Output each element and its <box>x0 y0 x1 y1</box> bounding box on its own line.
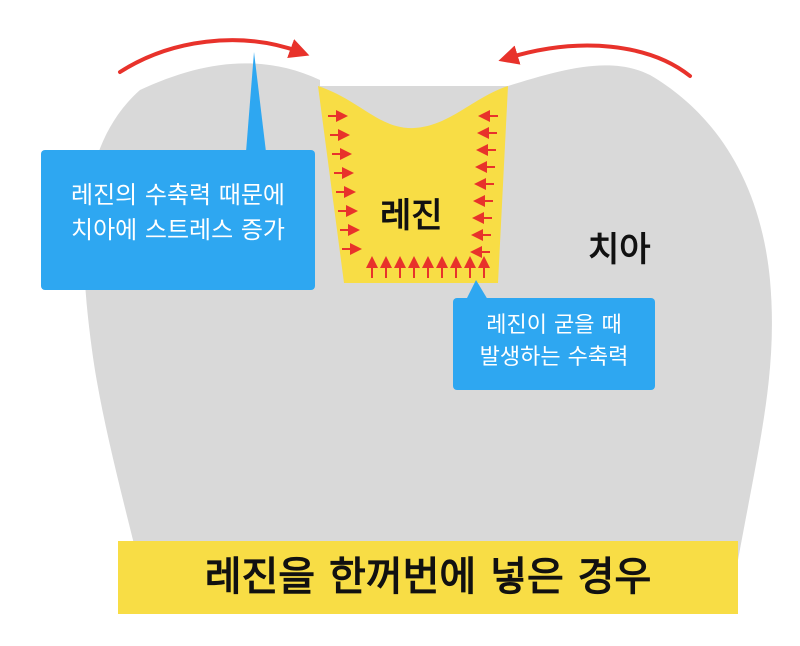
callout-shrink-pointer <box>466 280 488 300</box>
left-curved-arrow <box>118 38 310 74</box>
title-banner: 레진을 한꺼번에 넣은 경우 <box>118 541 738 614</box>
callout-stress-line-1: 레진의 수축력 때문에 <box>71 181 285 209</box>
callout-shrink-line-1: 레진이 굳을 때 <box>486 313 622 338</box>
callout-shrink: 레진이 굳을 때 발생하는 수축력 <box>453 298 655 390</box>
callout-stress-pointer <box>246 52 266 152</box>
tooth-label: 치아 <box>588 230 651 270</box>
resin-label: 레진 <box>380 196 443 236</box>
callout-shrink-line-2: 발생하는 수축력 <box>479 344 629 370</box>
resin-filling <box>318 86 508 283</box>
shrinkage-arrows <box>328 110 498 278</box>
right-curved-arrow <box>498 43 692 78</box>
callout-stress: 레진의 수축력 때문에 치아에 스트레스 증가 <box>41 150 315 290</box>
callout-stress-line-2: 치아에 스트레스 증가 <box>71 215 285 244</box>
